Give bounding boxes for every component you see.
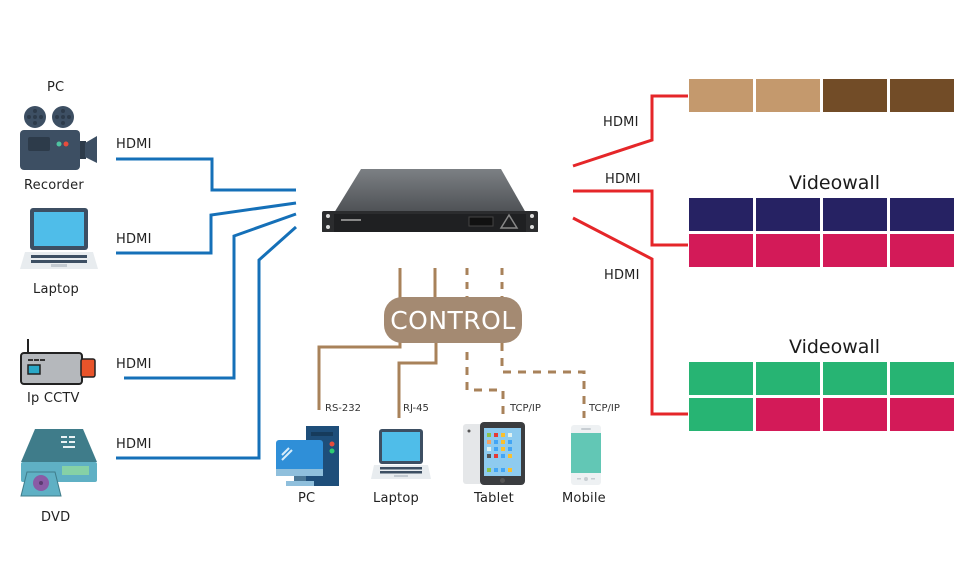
display-tile [890, 79, 954, 112]
output-wires [572, 94, 688, 416]
wire-rj45 [397, 340, 438, 418]
display-tile [756, 234, 820, 267]
wire-tcpip-tablet [465, 352, 505, 420]
output-1-link: HDMI [603, 115, 639, 130]
ip-camera-icon [20, 339, 96, 385]
client-mobile-link: TCP/IP [589, 403, 620, 414]
display-wall-1 [689, 79, 954, 112]
videowall-1-title: Videowall [789, 172, 880, 194]
tablet-icon [463, 422, 525, 485]
wire-recorder [116, 157, 296, 192]
wire-output-1 [572, 94, 688, 168]
wire-rs232 [317, 340, 402, 410]
video-camera-icon [20, 106, 97, 170]
display-tile [890, 198, 954, 231]
display-tile [823, 234, 887, 267]
display-tile [689, 398, 753, 431]
client-tablet-link: TCP/IP [510, 403, 541, 414]
display-tile [890, 398, 954, 431]
control-wires [317, 268, 586, 420]
display-tile [756, 79, 820, 112]
display-tile [823, 79, 887, 112]
wire-output-3 [572, 216, 688, 416]
display-tile [689, 234, 753, 267]
output-2-link: HDMI [605, 172, 641, 187]
display-tile [756, 362, 820, 395]
laptop-icon [371, 429, 431, 479]
display-tile [689, 198, 753, 231]
client-pc-link: RS-232 [325, 403, 361, 414]
wire-dvd [116, 225, 297, 460]
display-tile [823, 398, 887, 431]
client-pc-label: PC [298, 491, 316, 506]
display-tile [756, 198, 820, 231]
display-tile [890, 362, 954, 395]
client-mobile-label: Mobile [562, 491, 606, 506]
display-tile [823, 362, 887, 395]
video-wall-controller-device [322, 169, 538, 232]
display-tile [689, 362, 753, 395]
input-laptop-link: HDMI [116, 232, 152, 247]
display-wall-2 [689, 198, 954, 267]
client-laptop-label: Laptop [373, 491, 419, 506]
output-3-link: HDMI [604, 268, 640, 283]
client-tablet-label: Tablet [474, 491, 514, 506]
input-laptop-label: Laptop [33, 282, 79, 297]
input-recorder-link: HDMI [116, 137, 152, 152]
input-pc-top-label: PC [47, 80, 65, 95]
input-wires [116, 157, 297, 460]
input-ipcctv-label: Ip CCTV [27, 391, 80, 406]
laptop-icon [20, 208, 98, 269]
display-tile [689, 79, 753, 112]
wire-laptop [116, 201, 297, 255]
input-dvd-label: DVD [41, 510, 71, 525]
mobile-phone-icon [571, 425, 601, 485]
videowall-2-title: Videowall [789, 336, 880, 358]
input-ipcctv-link: HDMI [116, 357, 152, 372]
input-dvd-link: HDMI [116, 437, 152, 452]
wire-output-2 [573, 189, 688, 247]
display-wall-3 [689, 362, 954, 431]
wire-ipcctv [124, 212, 297, 380]
dvd-player-icon [20, 429, 97, 497]
display-tile [756, 398, 820, 431]
client-laptop-link: RJ-45 [403, 403, 429, 414]
display-tile [890, 234, 954, 267]
display-tile [823, 198, 887, 231]
control-hub: CONTROL [384, 297, 522, 343]
desktop-pc-icon [276, 426, 339, 486]
input-recorder-label: Recorder [24, 178, 84, 193]
